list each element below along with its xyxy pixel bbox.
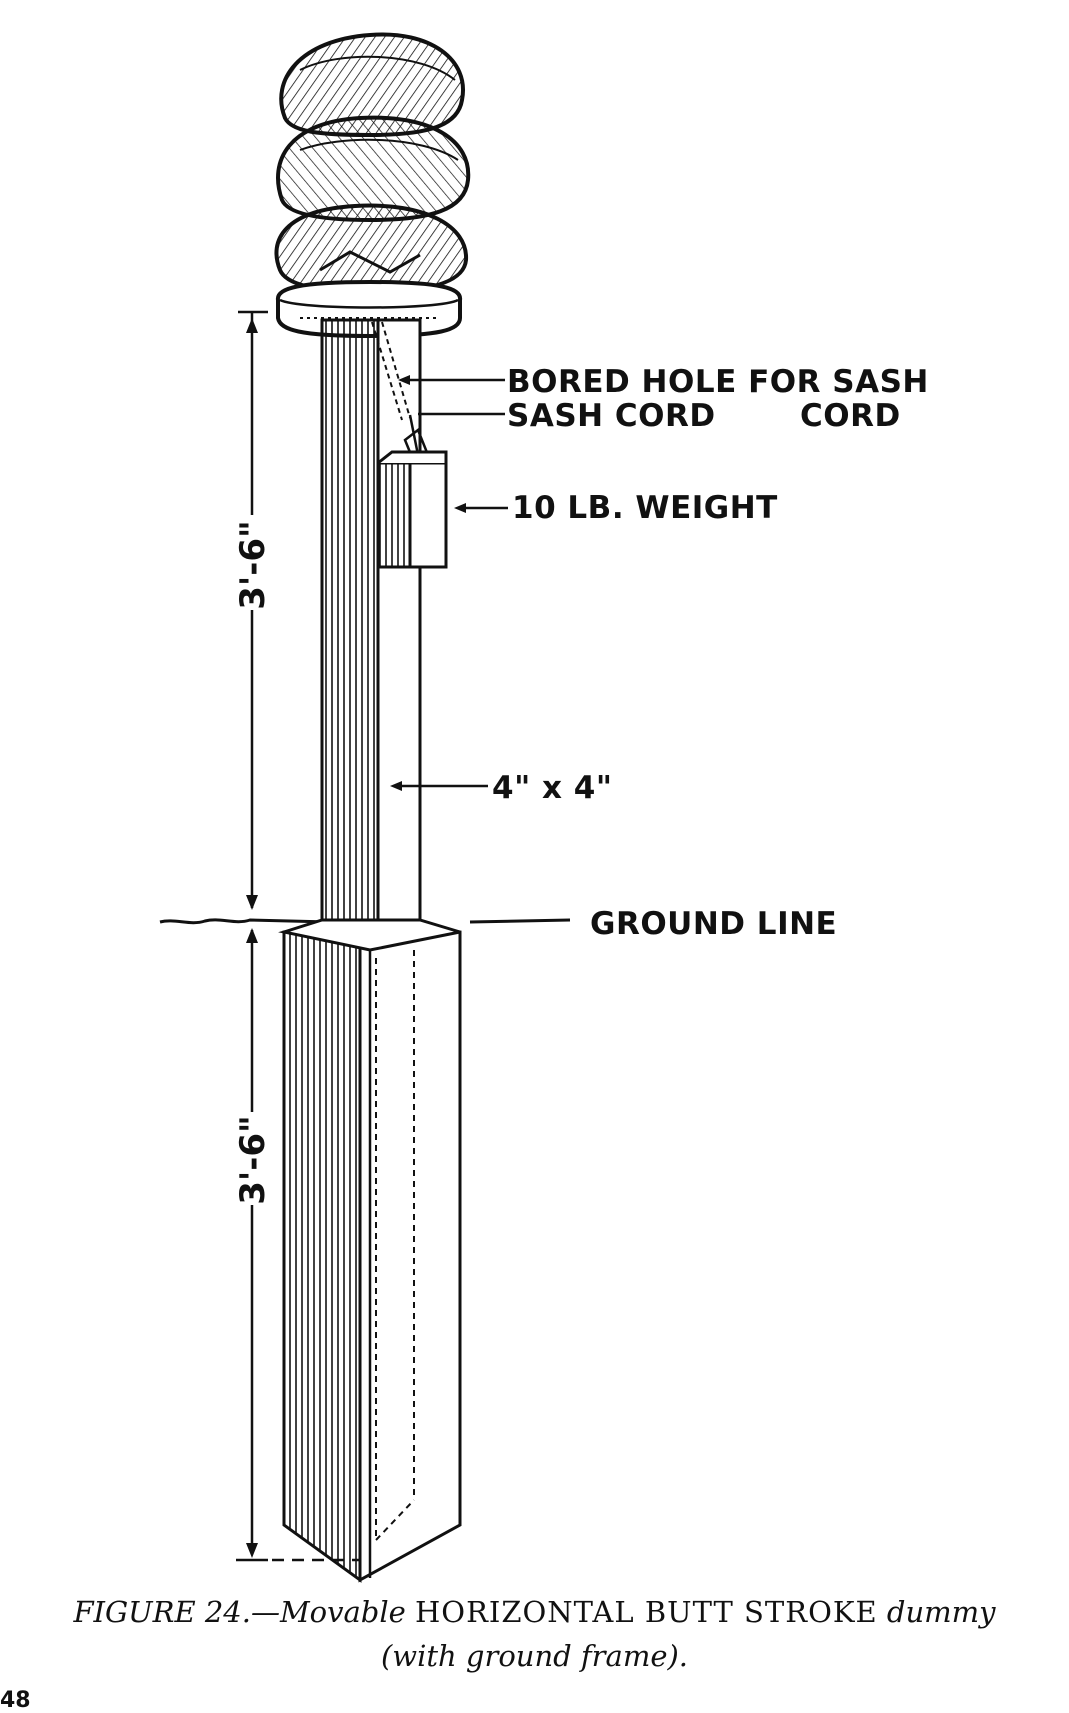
sash-cord-label: SASH CORD	[507, 398, 716, 434]
caption-figure-number: FIGURE 24.	[73, 1595, 251, 1629]
sash-cord-continuation-label: CORD	[800, 398, 901, 434]
caption-line-1: FIGURE 24.—Movable HORIZONTAL BUTT STROK…	[0, 1590, 1069, 1634]
lower-dimension-label: 3'-6"	[233, 1115, 273, 1205]
ground-frame	[278, 918, 462, 1583]
upper-dimension-label: 3'-6"	[233, 520, 273, 610]
bored-hole-label: BORED HOLE FOR SASH	[507, 364, 929, 400]
caption-small-caps: HORIZONTAL BUTT STROKE	[415, 1595, 878, 1629]
weight-block	[376, 450, 448, 569]
ground-line	[159, 918, 571, 925]
upper-post	[320, 318, 430, 922]
page-number: 48	[0, 1688, 31, 1713]
butt-stroke-dummy-diagram	[159, 32, 571, 1583]
caption-line-2: (with ground frame).	[380, 1639, 689, 1673]
post-size-label: 4" x 4"	[492, 770, 613, 806]
label-leaders	[390, 375, 508, 791]
padded-head	[274, 32, 471, 339]
ground-line-label: GROUND LINE	[590, 906, 838, 942]
dimension-lines	[236, 310, 360, 1562]
weight-label: 10 LB. WEIGHT	[512, 490, 778, 526]
figure-caption: FIGURE 24.—Movable HORIZONTAL BUTT STROK…	[0, 1590, 1069, 1678]
caption-word-movable: Movable	[279, 1595, 406, 1629]
caption-word-dummy: dummy	[886, 1595, 996, 1629]
head-roll-bottom	[274, 203, 469, 295]
caption-dash: —	[250, 1595, 280, 1629]
